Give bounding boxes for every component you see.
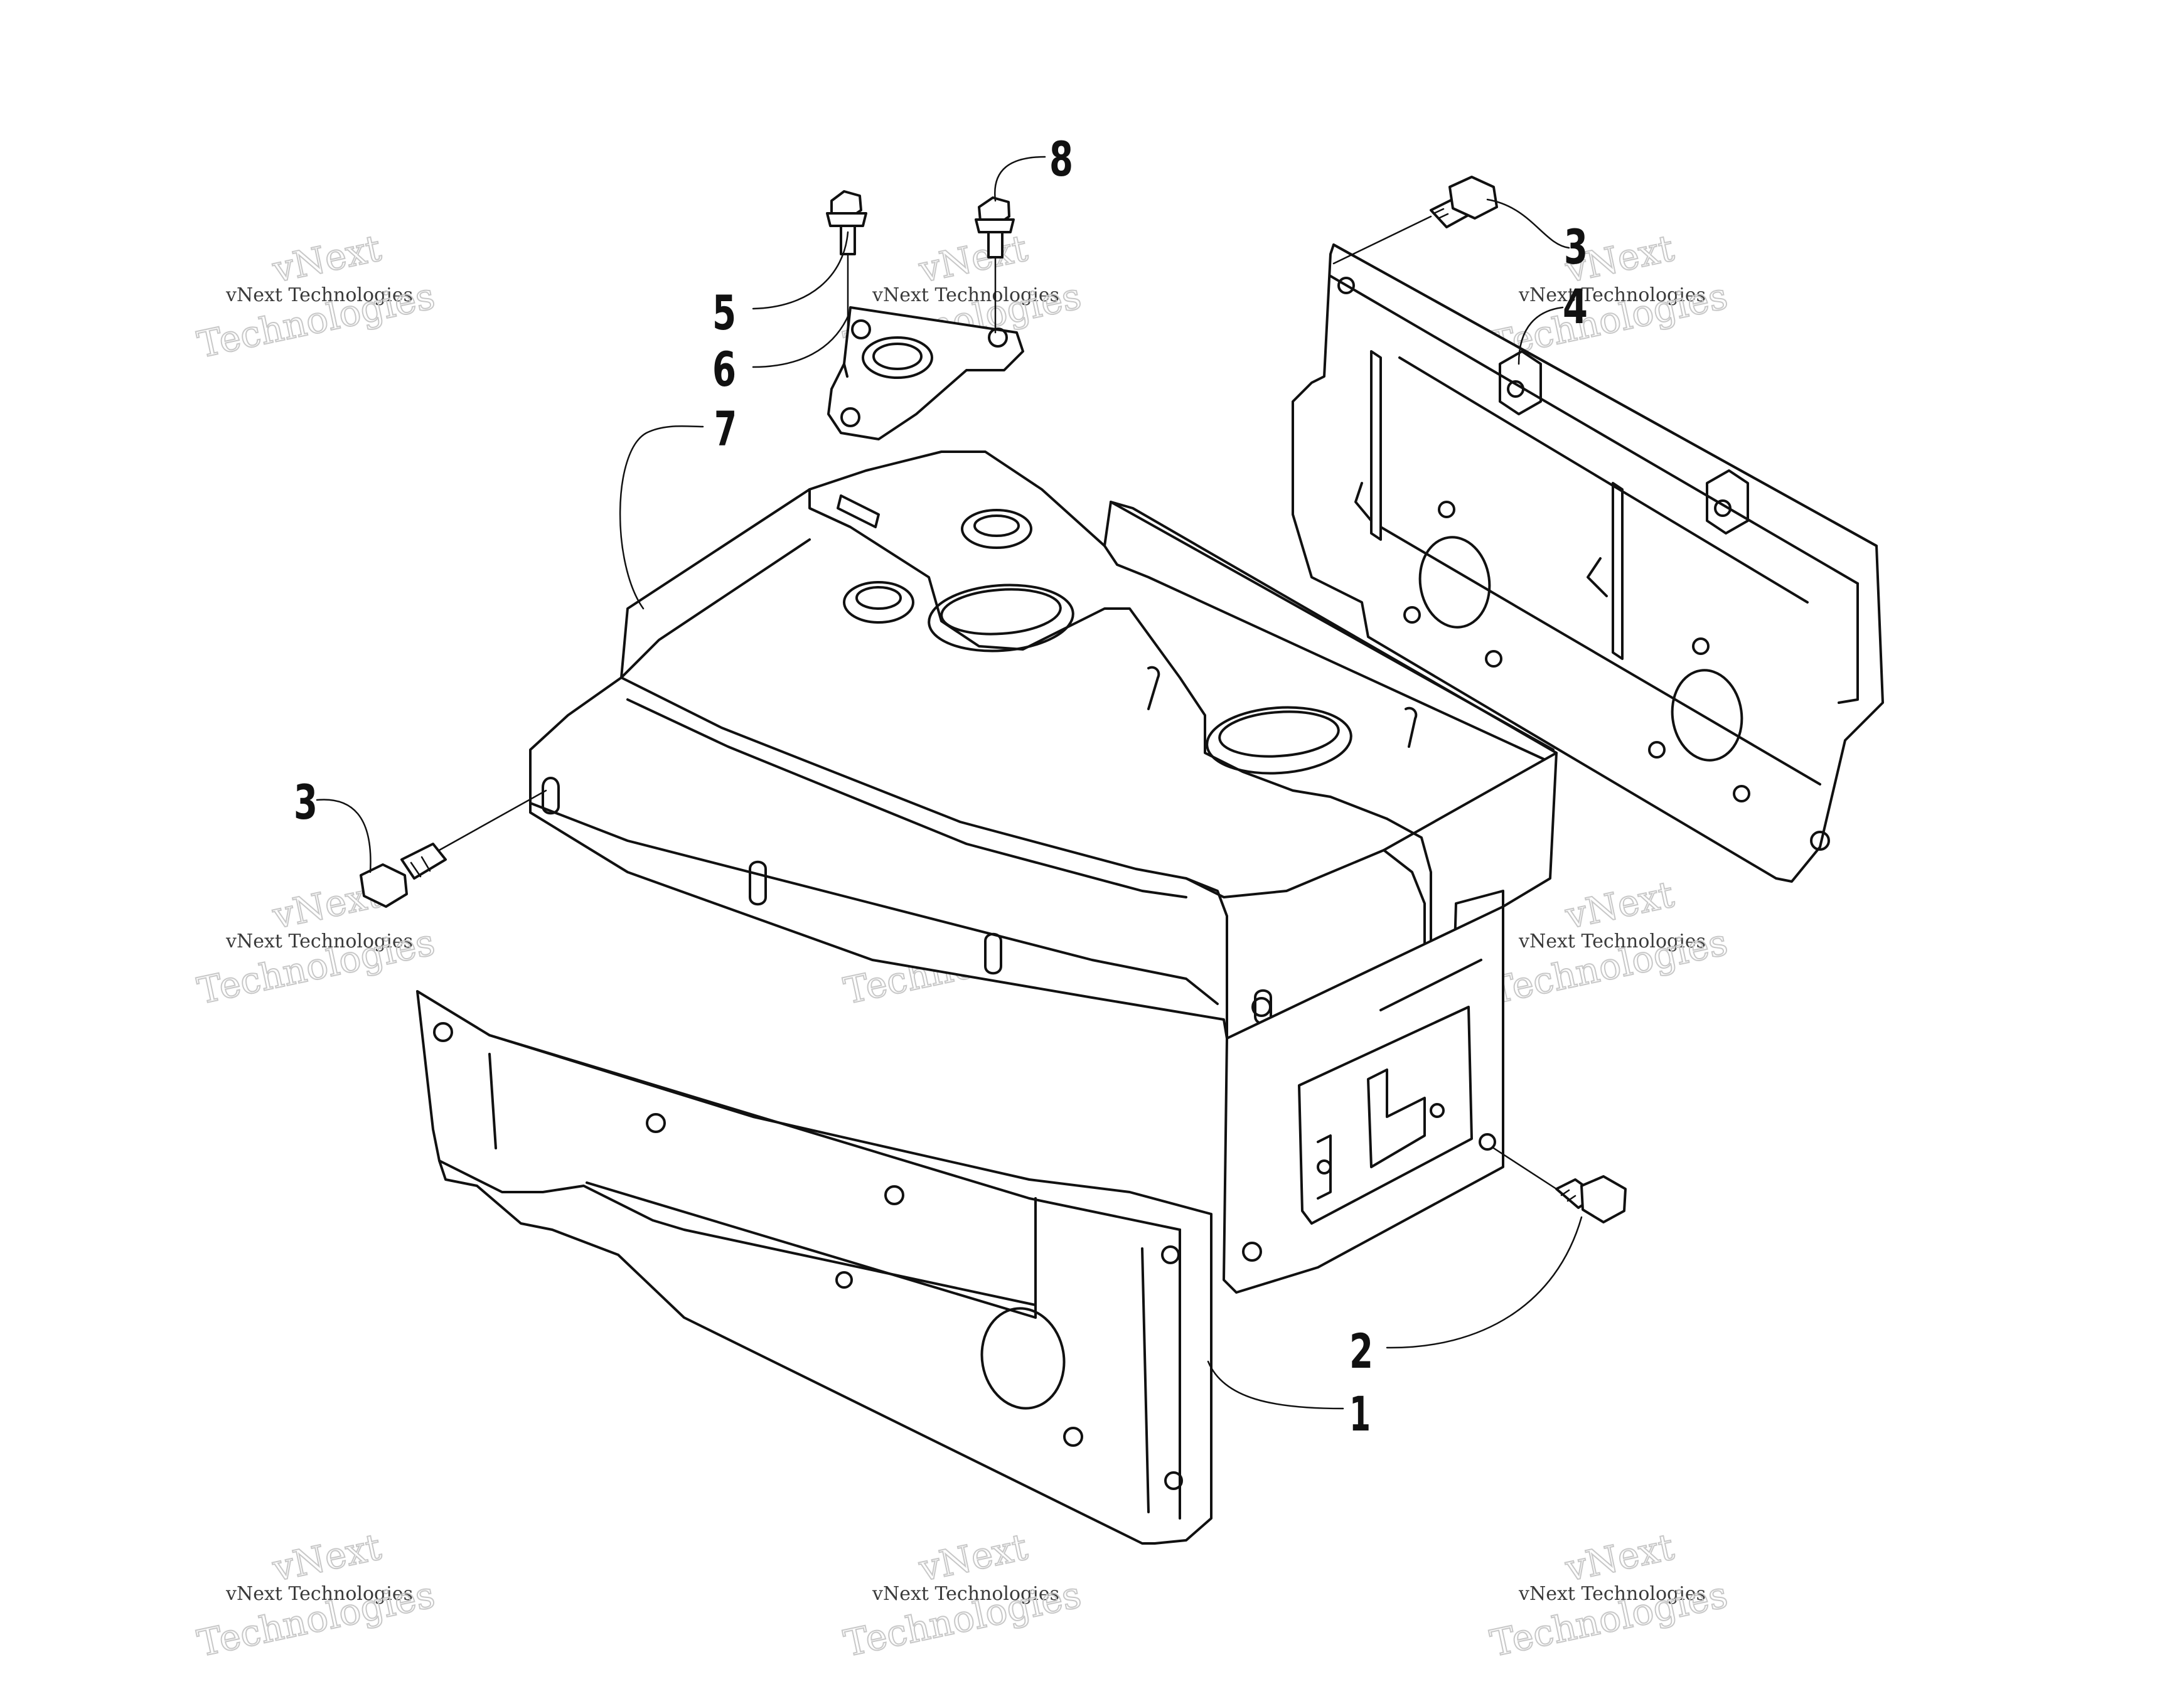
svg-text:vNext: vNext: [269, 226, 385, 291]
svg-text:vNext Technologies: vNext Technologies: [1518, 930, 1706, 952]
leader-lines: [316, 156, 1583, 1410]
callout-3-left: 3: [294, 774, 318, 830]
leader-4: [1518, 306, 1564, 365]
callout-3-right: 3: [1564, 219, 1588, 275]
svg-text:vNext: vNext: [1561, 1525, 1678, 1590]
callout-7: 7: [714, 401, 737, 457]
svg-text:vNext Technologies: vNext Technologies: [872, 284, 1059, 306]
svg-text:vNext: vNext: [1561, 873, 1678, 937]
callout-1: 1: [1349, 1386, 1371, 1442]
watermark-tile: vNext vNext Technologies Technologies: [193, 226, 439, 367]
rear-mounting-plate-part-4: [1292, 243, 1884, 883]
watermark-tile: vNext vNext Technologies Technologies: [840, 1525, 1086, 1666]
svg-text:vNext: vNext: [269, 1525, 385, 1590]
bolt-part-8: [975, 196, 1015, 334]
leader-8: [993, 156, 1046, 202]
callout-8: 8: [1049, 131, 1073, 187]
svg-text:vNext: vNext: [915, 226, 1031, 291]
leader-3-left: [316, 799, 372, 873]
housing-cover-part-7: [529, 450, 1558, 1040]
bolt-part-3-upper: [1332, 176, 1498, 265]
bolt-part-2: [1492, 1147, 1627, 1223]
leader-1: [1207, 1360, 1344, 1410]
leader-6: [752, 309, 852, 368]
svg-text:vNext Technologies: vNext Technologies: [225, 930, 413, 952]
leader-5: [752, 231, 849, 310]
bolt-part-3-left: [360, 789, 547, 908]
bracket-plate-part-6: [827, 306, 1024, 440]
leader-2: [1386, 1216, 1583, 1349]
callout-labels: 1 2 3 4 5 6 7 8 3: [294, 131, 1588, 1442]
leader-3-right: [1486, 198, 1570, 249]
bolt-part-5: [826, 190, 867, 328]
svg-text:vNext Technologies: vNext Technologies: [1518, 1583, 1706, 1605]
callout-5: 5: [712, 285, 736, 341]
svg-text:vNext: vNext: [915, 1525, 1031, 1590]
svg-text:vNext Technologies: vNext Technologies: [225, 1583, 413, 1605]
callout-4: 4: [1563, 279, 1588, 334]
svg-text:vNext Technologies: vNext Technologies: [225, 284, 413, 306]
watermark-tile: vNext vNext Technologies Technologies: [1486, 1525, 1732, 1666]
lower-frame-part-1: [416, 905, 1504, 1545]
callout-2: 2: [1349, 1323, 1373, 1379]
watermark-tile: vNext vNext Technologies Technologies: [193, 1525, 439, 1666]
watermark-tile: vNext vNext Technologies Technologies: [1486, 226, 1732, 367]
svg-text:vNext Technologies: vNext Technologies: [872, 1583, 1059, 1605]
leader-7: [619, 425, 704, 610]
callout-6: 6: [712, 341, 736, 397]
svg-text:vNext Technologies: vNext Technologies: [1518, 284, 1706, 306]
